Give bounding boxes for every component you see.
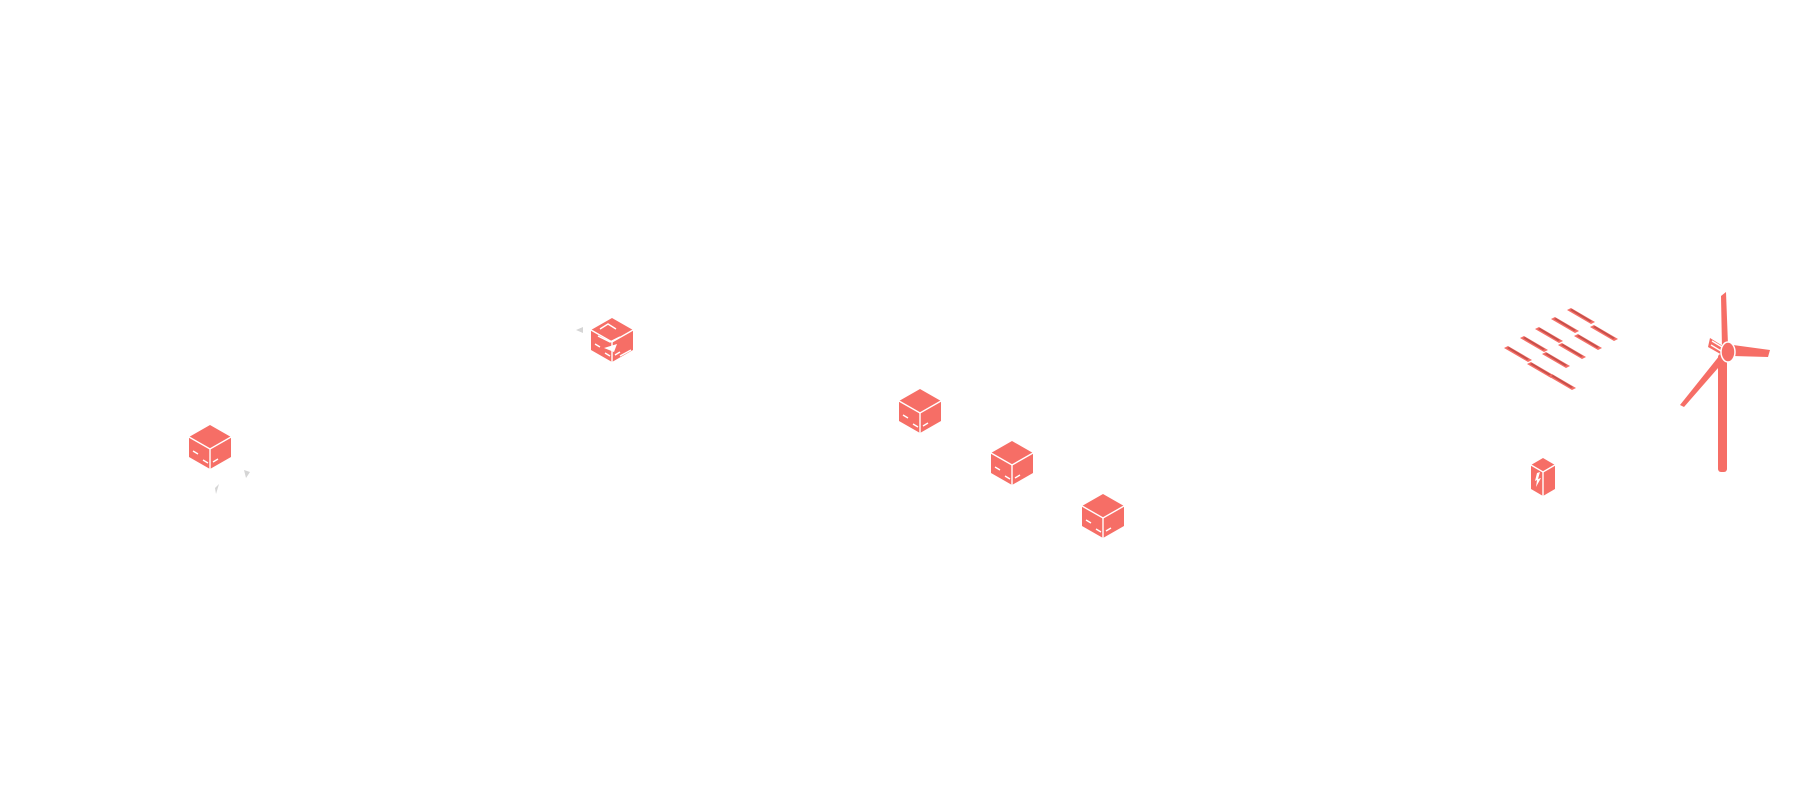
solar-panel-module — [1567, 308, 1595, 324]
isometric-box-icon — [990, 440, 1034, 486]
isometric-box-icon — [898, 388, 942, 434]
box-with-sail-node[interactable] — [590, 317, 634, 363]
isometric-box-icon — [188, 424, 232, 470]
solar-panel-module — [1574, 334, 1602, 350]
wind-turbine-node[interactable] — [1680, 292, 1770, 472]
box-row-2-node[interactable] — [990, 440, 1034, 486]
solar-panel-module — [1551, 317, 1579, 333]
solar-panel-module — [1504, 346, 1532, 362]
solar-panel-icon — [1504, 308, 1618, 390]
solar-panel-module — [1558, 343, 1586, 359]
solar-panel-array-node[interactable] — [1504, 308, 1618, 390]
solar-panel-module — [1527, 362, 1555, 378]
box-left-node[interactable] — [188, 424, 232, 470]
solar-panel-module — [1520, 336, 1548, 352]
battery-unit-node[interactable] — [1530, 458, 1556, 496]
solar-panel-module — [1535, 327, 1563, 343]
solar-panel-module — [1590, 325, 1618, 341]
isometric-box-icon — [1081, 493, 1125, 539]
wind-turbine-icon — [1680, 292, 1770, 472]
solar-panel-module — [1542, 352, 1570, 368]
solar-panel-module — [1548, 374, 1576, 390]
box-row-3-node[interactable] — [1081, 493, 1125, 539]
connector-arrow — [215, 470, 250, 494]
lightning-icon — [1535, 472, 1541, 487]
connector-arrow — [576, 327, 583, 333]
isometric-box-sail-icon — [590, 317, 634, 363]
box-row-1-node[interactable] — [898, 388, 942, 434]
